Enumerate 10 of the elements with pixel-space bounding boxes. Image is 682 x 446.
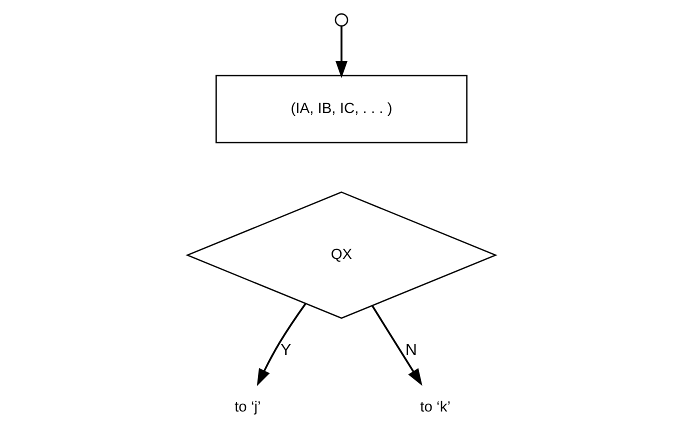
arrow: [256, 303, 306, 386]
arrow: [334, 26, 348, 78]
node-box: (IA, IB, IC, . . . ): [215, 74, 467, 144]
edge-label: N: [404, 341, 417, 360]
arrow: [370, 305, 422, 386]
node-circle: [334, 13, 348, 27]
node-text: to ‘k’: [420, 400, 450, 416]
edge-label: Y: [280, 341, 291, 360]
node-diamond: QX: [185, 191, 497, 319]
node-text: to ‘j’: [234, 400, 260, 416]
